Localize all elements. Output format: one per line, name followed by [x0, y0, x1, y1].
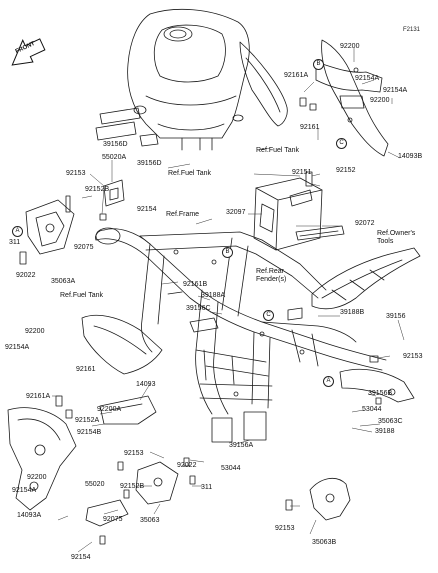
part-92154b: 92154B — [77, 429, 102, 436]
part-35063: 35063 — [140, 517, 160, 524]
ref-fuel-tank-center: Ref.Fuel Tank — [168, 170, 212, 177]
part-92161a-left: 92161A — [26, 393, 51, 400]
part-92200-bot: 92200 — [27, 474, 47, 481]
callout-a-mid: A — [323, 376, 334, 387]
lower-left-footrest — [7, 395, 77, 511]
ref-owners-tools: Ref.Owner's Tools — [377, 230, 416, 245]
part-92154-mid: 92154 — [137, 206, 157, 213]
left-side-shroud — [81, 314, 163, 375]
ref-fuel-tank-left: Ref.Fuel Tank — [60, 292, 104, 299]
upper-right-bracket — [299, 39, 389, 157]
part-39156d-b: 39156D — [137, 160, 162, 167]
main-frame — [95, 227, 387, 443]
part-39188: 39188 — [375, 428, 395, 435]
part-92153-bot: 92153 — [275, 525, 295, 532]
callout-b-mid: B — [222, 247, 233, 258]
part-39156c: 39156C — [186, 305, 211, 312]
tank-side-trims — [95, 107, 159, 147]
part-311-left: 311 — [9, 239, 21, 246]
right-footrest — [285, 477, 351, 521]
part-35063a: 35063A — [51, 278, 76, 285]
center-lower-brackets — [85, 395, 196, 545]
part-92075-bot: 92075 — [103, 516, 123, 523]
part-92152-right: 92152 — [336, 167, 356, 174]
ecu-box — [253, 171, 323, 251]
part-14093b-top: 14093B — [398, 153, 423, 160]
left-front-bracket — [19, 179, 125, 265]
part-92153-mid: 92153 — [124, 450, 144, 457]
part-55020a: 55020A — [102, 154, 127, 161]
part-92022-mid: 92022 — [177, 462, 197, 469]
diagram-code: F2131 — [403, 27, 421, 33]
part-92154a-top: 92154A — [355, 75, 380, 82]
part-39156b: 39156B — [368, 390, 393, 397]
front-arrow-shape — [11, 38, 46, 66]
part-92152b-top: 92152B — [85, 186, 110, 193]
callout-c-mid: C — [263, 310, 274, 321]
fuel-tank-drawing — [127, 8, 250, 151]
part-92154a-left: 92154A — [5, 344, 30, 351]
part-35063c: 35063C — [378, 418, 403, 425]
tank-side-cover-right — [239, 41, 288, 127]
part-39156a: 39156A — [229, 442, 254, 449]
part-92153-left: 92153 — [66, 170, 86, 177]
part-92072: 92072 — [355, 220, 375, 227]
part-14093a: 14093A — [17, 512, 42, 519]
part-92161a-top: 92161A — [284, 72, 309, 79]
part-39188b: 39188B — [340, 309, 365, 316]
right-passenger-bracket — [339, 355, 415, 405]
part-92200-top: 92200 — [340, 43, 360, 50]
part-92200-left: 92200 — [25, 328, 45, 335]
part-39188a: 39188A — [201, 292, 226, 299]
part-92153-right: 92153 — [403, 353, 423, 360]
part-39156d-a: 39156D — [103, 141, 128, 148]
callout-a-left: A — [12, 226, 23, 237]
part-92075-left: 92075 — [74, 244, 94, 251]
part-92161b: 92161B — [183, 281, 208, 288]
part-32097: 32097 — [226, 209, 246, 216]
part-92151: 92151 — [292, 169, 312, 176]
part-92152a: 92152A — [75, 417, 100, 424]
tools-strap — [295, 225, 345, 241]
rear-fender — [311, 247, 421, 310]
part-92161-top: 92161 — [300, 124, 320, 131]
ref-fuel-tank-top-right: Ref.Fuel Tank — [256, 147, 300, 154]
callout-b-top: B — [313, 59, 324, 70]
part-53044-mid: 53044 — [221, 465, 241, 472]
part-92154a-bot: 92154A — [12, 487, 37, 494]
callout-c-top: C — [336, 138, 347, 149]
part-35063b: 35063B — [312, 539, 337, 546]
part-92154a-right: 92154A — [383, 87, 408, 94]
misc-hardware — [167, 291, 303, 333]
part-92161-left: 92161 — [76, 366, 96, 373]
part-92154-bot: 92154 — [71, 554, 91, 561]
part-92200-right: 92200 — [370, 97, 390, 104]
ref-frame: Ref.Frame — [166, 211, 200, 218]
part-55020: 55020 — [85, 481, 105, 488]
part-311-mid: 311 — [201, 484, 213, 491]
part-92022-left: 92022 — [16, 272, 36, 279]
part-14093: 14093 — [136, 381, 156, 388]
leader-lines — [52, 48, 405, 553]
part-92200a: 92200A — [97, 406, 122, 413]
part-39156: 39156 — [386, 313, 406, 320]
part-53044-right: 53044 — [362, 406, 382, 413]
part-92152b-mid: 92152B — [120, 483, 145, 490]
ref-rear-fenders: Ref.Rear Fender(s) — [256, 268, 287, 283]
